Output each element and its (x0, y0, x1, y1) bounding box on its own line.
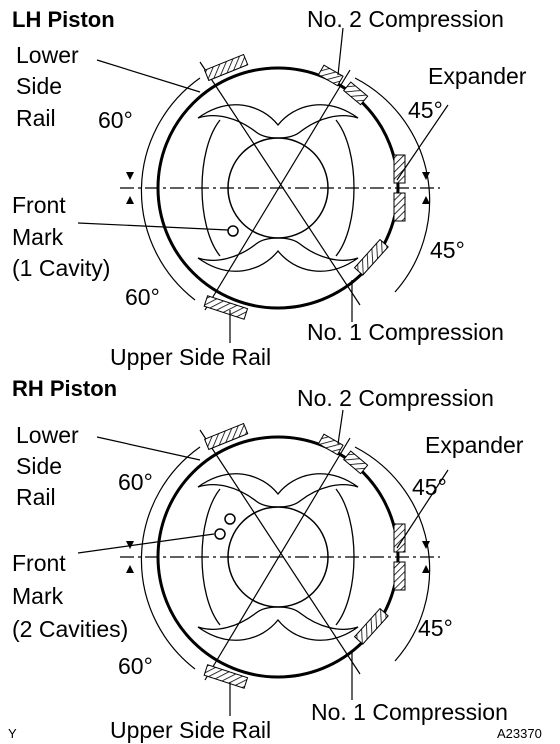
rh-ring-gap-expander-top (393, 523, 406, 553)
rh-front-mark-cavity-2 (224, 513, 236, 525)
rh-label-no1-compression: No. 1 Compression (311, 699, 508, 725)
lh-angle-left-top: 60° (98, 107, 133, 133)
lh-angle-left-bottom: 60° (125, 284, 160, 310)
lh-ring-gap-no1-compression (353, 238, 389, 276)
rh-dim-arrow-left (126, 541, 134, 573)
rh-ring-arc-left (140, 446, 201, 670)
lh-piston-diagram: LH Piston No. 2 Compression Lower Side R… (12, 6, 527, 370)
rh-ring-gap-no2-compression (317, 433, 344, 456)
lh-title: LH Piston (12, 7, 115, 32)
lh-ring-gap-expander-top (393, 154, 406, 184)
rh-label-lower-3: Rail (16, 484, 56, 510)
rh-dim-arrow-right (422, 541, 430, 573)
lh-crown-contour-bottom (197, 237, 359, 272)
lh-leader-no2 (337, 27, 344, 76)
lh-angle-right-top: 45° (408, 97, 443, 123)
lh-label-front-1: Front (12, 192, 66, 218)
lh-label-no1-compression: No. 1 Compression (307, 319, 504, 345)
lh-angle-right-bottom: 45° (430, 237, 465, 263)
rh-angle-right-top: 45° (412, 474, 447, 500)
lh-label-lower-1: Lower (16, 42, 79, 68)
lh-label-expander: Expander (428, 63, 527, 89)
lh-ring-gap-no2-compression (317, 64, 344, 87)
rh-ring-gap-lower-side-rail (204, 422, 249, 451)
lh-ring-arc-left (140, 77, 201, 301)
lh-label-front-3: (1 Cavity) (12, 255, 110, 281)
lh-dim-arrow-right (422, 172, 430, 204)
figure-code: A23370 (497, 726, 542, 741)
lh-gap-line-a (199, 61, 361, 306)
rh-gap-line-a (199, 429, 361, 675)
rh-ring-gap-no1-compression (353, 607, 389, 645)
lh-gap-line-b (204, 69, 351, 311)
rh-ring-gap-upper-side-rail (203, 664, 249, 689)
lh-dim-arrow-left (126, 172, 134, 204)
lh-ring-gap-no2-compression-b (343, 81, 369, 106)
rh-label-front-2: Mark (12, 583, 64, 609)
rh-label-upper-side-rail: Upper Side Rail (110, 717, 271, 743)
rh-label-lower-2: Side (16, 453, 62, 479)
rh-label-expander: Expander (425, 432, 524, 458)
lh-crown-contour-top (197, 104, 359, 139)
footer-left-mark: Y (8, 726, 17, 741)
lh-label-no2-compression: No. 2 Compression (307, 6, 504, 32)
rh-piston-diagram: RH Piston No. 2 Compression Lower Side R… (12, 376, 524, 743)
lh-leader-front-mark (77, 222, 229, 231)
rh-leader-no2 (337, 409, 344, 445)
rh-ring-gap-expander-bottom (393, 561, 406, 591)
rh-leader-expander (396, 469, 449, 549)
lh-leader-lower-side-rail (96, 59, 201, 93)
rh-crown-contour-top (197, 473, 359, 508)
rh-label-front-1: Front (12, 550, 66, 576)
lh-leader-expander (396, 104, 449, 181)
rh-title: RH Piston (12, 376, 117, 401)
rh-gap-line-b (204, 437, 351, 681)
rh-angle-right-bottom: 45° (418, 615, 453, 641)
rh-label-lower-1: Lower (16, 422, 79, 448)
rh-leader-lower-side-rail (96, 436, 201, 461)
lh-ring-gap-upper-side-rail (203, 295, 249, 320)
rh-front-mark-cavity-1 (214, 528, 226, 540)
rh-crown-contour-bottom (197, 606, 359, 641)
lh-label-upper-side-rail: Upper Side Rail (110, 344, 271, 370)
rh-leader-front-mark (77, 533, 215, 554)
lh-ring-gap-expander-bottom (393, 192, 406, 222)
lh-label-lower-3: Rail (16, 105, 56, 131)
rh-label-front-3: (2 Cavities) (12, 616, 128, 642)
lh-label-lower-2: Side (16, 73, 62, 99)
lh-front-mark-cavity (227, 225, 239, 237)
rh-ring-gap-no2-compression-b (343, 450, 369, 475)
lh-label-front-2: Mark (12, 224, 64, 250)
rh-angle-left-bottom: 60° (118, 653, 153, 679)
rh-label-no2-compression: No. 2 Compression (297, 385, 494, 411)
rh-angle-left-top: 60° (118, 469, 153, 495)
lh-ring-gap-lower-side-rail (204, 53, 249, 82)
